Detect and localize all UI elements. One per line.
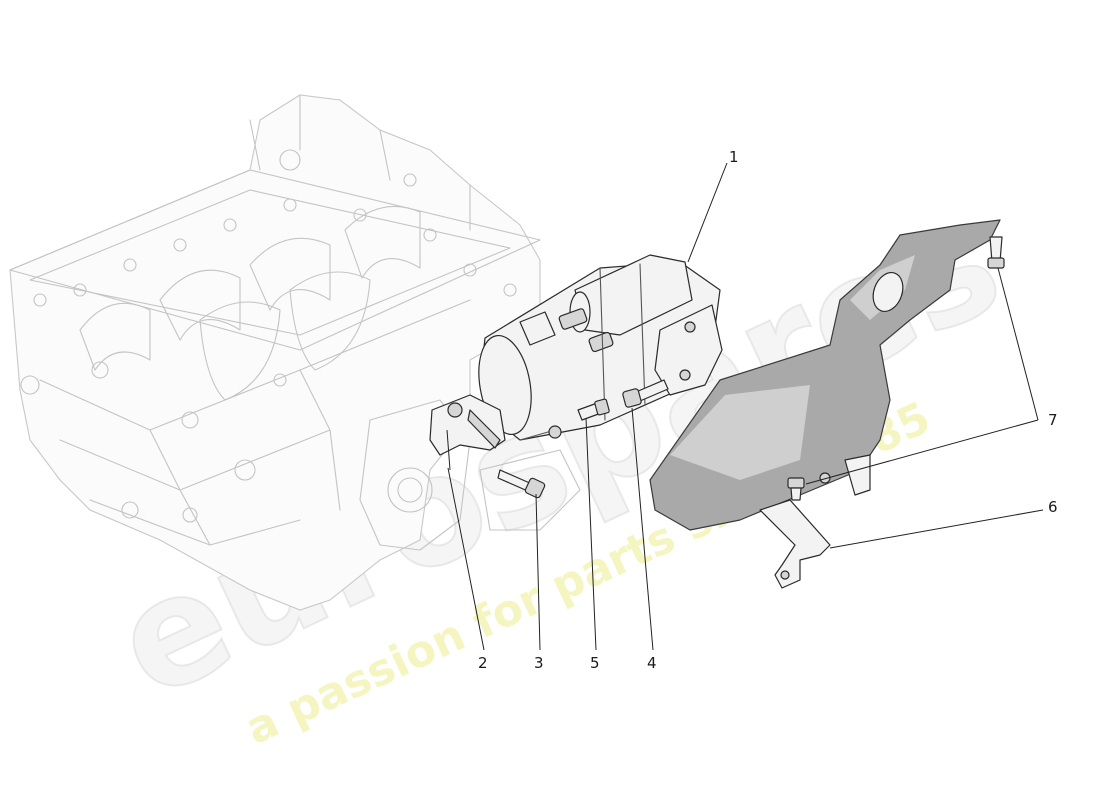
screw-7-upper: [987, 236, 1005, 269]
screw-7-lower: [787, 477, 805, 501]
bolt-4: [622, 379, 669, 408]
callout-1: 1: [729, 148, 739, 166]
callout-3: 3: [534, 654, 544, 672]
callout-6: 6: [1048, 498, 1058, 516]
heat-shield: [649, 219, 1001, 589]
callout-5: 5: [590, 654, 600, 672]
callout-7: 7: [1048, 411, 1058, 429]
callout-4: 4: [647, 654, 657, 672]
leader-lines: [447, 162, 1044, 651]
callouts: 1 2 3 4 5 6 7: [478, 148, 1058, 672]
callout-2: 2: [478, 654, 488, 672]
starter-bracket: [429, 394, 506, 471]
bolt-3: [497, 469, 546, 499]
stud-5: [577, 398, 610, 421]
